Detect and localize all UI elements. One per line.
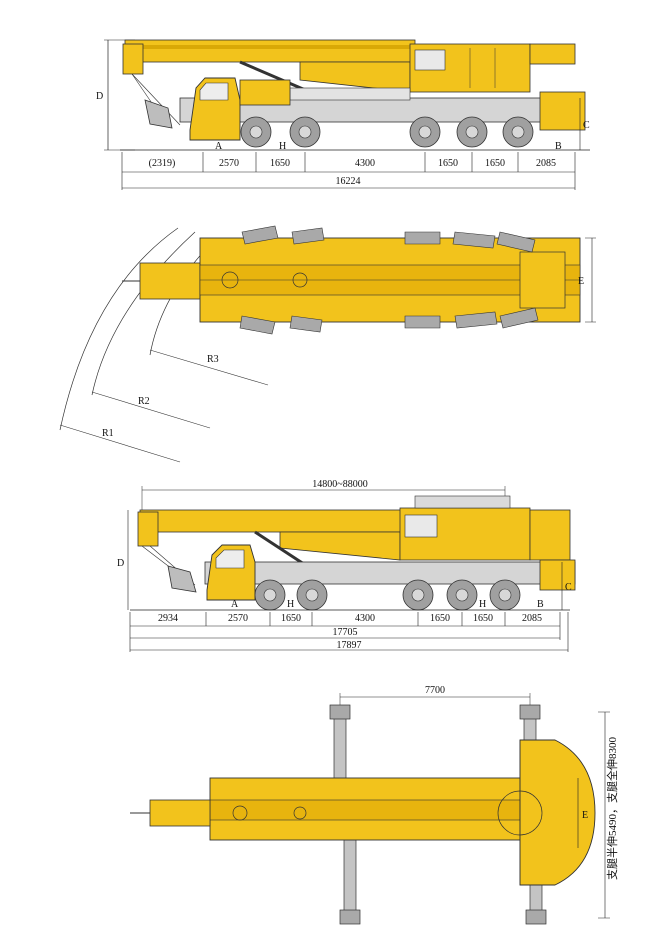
label-h2-view3: H [479, 599, 486, 610]
dim-view3-5: 1650 [430, 613, 450, 624]
top-view-travel: R1 R2 R3 E [59, 225, 596, 463]
counterweight [519, 739, 596, 886]
dim-view1-3: 1650 [270, 158, 290, 169]
boom-head-top [139, 262, 201, 300]
dim-view3-7: 2085 [522, 613, 542, 624]
wheels-view3 [254, 579, 521, 611]
label-b-view3: B [537, 599, 544, 610]
tires-top-view [239, 225, 539, 335]
dim-view3-6: 1650 [473, 613, 493, 624]
radius-r2: R2 [138, 396, 150, 407]
dimension-row-view1 [121, 152, 576, 190]
side-view-travel: D [96, 39, 590, 190]
dim-view3-total2: 17897 [337, 640, 362, 651]
dim-view3-3: 1650 [281, 613, 301, 624]
dim-view3-4: 4300 [355, 613, 375, 624]
label-a-view3: A [231, 599, 239, 610]
label-d-view3: D [117, 558, 124, 569]
radius-r1: R1 [102, 428, 114, 439]
dim-view1-5: 1650 [438, 158, 458, 169]
outrigger-note: 支腿半伸5490，支腿全伸8300 [605, 737, 619, 880]
top-view-outriggers: 7700 E 支腿半伸5 [130, 685, 619, 925]
dim-view1-1: (2319) [149, 158, 176, 169]
operator-cab [414, 49, 446, 71]
hook-block [144, 99, 173, 129]
dim-view1-7: 2085 [536, 158, 556, 169]
label-a: A [215, 141, 223, 152]
side-view-working: 14800~88000 D [117, 479, 576, 652]
wheels-view1 [240, 116, 534, 148]
label-d: D [96, 91, 103, 102]
dimension-row-view3 [129, 612, 569, 652]
boom [124, 39, 416, 63]
outrigger-span: 7700 [425, 685, 445, 696]
dim-view1-4: 4300 [355, 158, 375, 169]
dim-view1-2: 2570 [219, 158, 239, 169]
boom-range: 14800~88000 [312, 479, 367, 490]
label-h1-view3: H [287, 599, 294, 610]
label-h: H [279, 141, 286, 152]
dim-view1-6: 1650 [485, 158, 505, 169]
hook-block-view3 [167, 565, 197, 593]
label-c: C [583, 120, 590, 131]
dim-view3-total1: 17705 [333, 627, 358, 638]
dim-view1-total: 16224 [336, 176, 361, 187]
radius-r3: R3 [207, 354, 219, 365]
label-e-view4: E [582, 810, 588, 821]
label-e-view2: E [578, 276, 584, 287]
outrigger-pads [329, 704, 547, 925]
dim-view3-1: 2934 [158, 613, 178, 624]
label-b: B [555, 141, 562, 152]
dim-view3-2: 2570 [228, 613, 248, 624]
label-c-view3: C [565, 582, 572, 593]
boom-view3 [139, 509, 411, 533]
